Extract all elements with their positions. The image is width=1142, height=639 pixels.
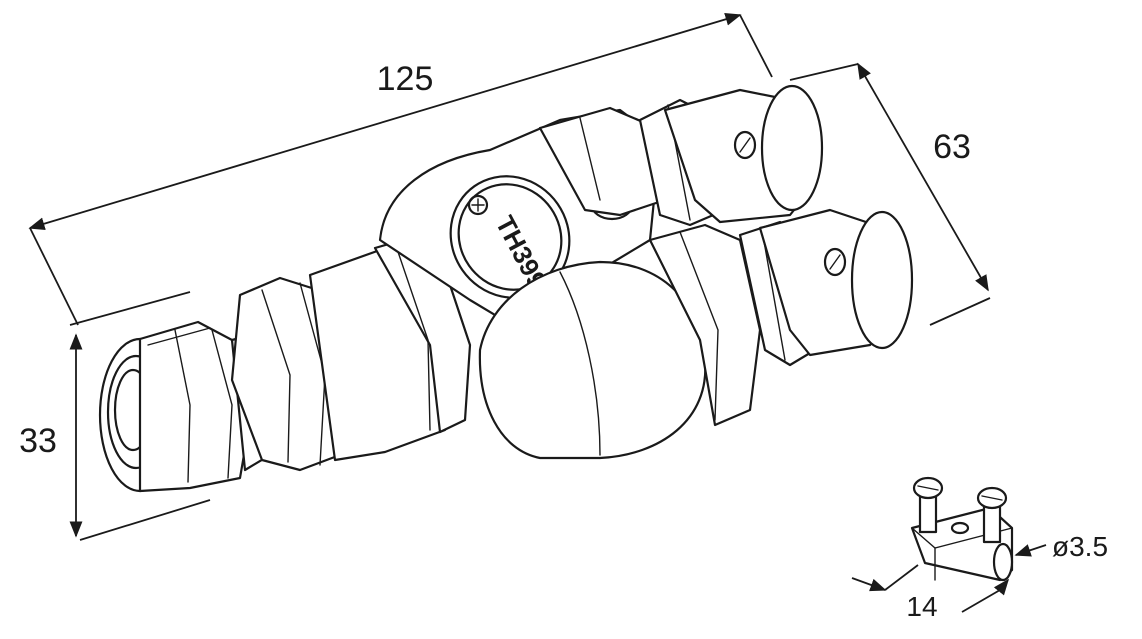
lower-hex-edge [679,231,719,421]
terminal-screw-left-slot [917,485,939,491]
extension-line-bottom [929,297,991,326]
terminal-end-hole [992,542,1014,582]
dimension-value-length: 125 [377,60,434,98]
dimension-value-terminal-diameter: ø3.5 [1052,531,1108,562]
extension-line-gland-top [69,291,191,326]
extension-line-right [739,14,773,78]
gland-hex-edge-2 [211,329,233,479]
dimension-line-length [28,12,742,231]
terminal-block [910,476,1014,582]
dimension-terminal-diameter: ø3.5 [1014,531,1108,562]
left-body-section [230,236,472,472]
dimension-length: 125 [28,12,773,326]
dimension-height: 63 [789,62,991,326]
gland-top-edge [147,327,211,346]
extension-terminal-width-left [884,564,919,591]
dimension-value-diameter: 33 [19,422,57,460]
dimension-terminal-width: 14 [851,564,1010,622]
gland-hex-edge-1 [174,329,191,483]
dimension-value-height: 63 [933,128,971,166]
terminal-center-hole [950,521,970,535]
center-left-hex-edge [394,242,431,431]
upper-right-outlet [538,84,824,227]
upper-hex-edge [579,117,601,201]
leader-terminal-width-right [993,578,1010,596]
lower-hex-nut [648,223,762,427]
terminal-screw-right-slot [981,495,1003,501]
extension-line-left [29,227,79,326]
leader-terminal-diameter [1014,544,1047,557]
left-hex-edge-1 [261,289,291,463]
extension-terminal-width-right [961,589,1001,613]
dimension-line-height [857,62,989,292]
lower-screw-icon [823,247,847,277]
dimension-diameter: 33 [19,291,211,541]
dimension-value-terminal-width: 14 [906,591,937,622]
bulb-seam [559,271,601,456]
logo-icon [467,194,489,216]
upper-gland-cap [760,84,824,212]
extension-line-top [789,63,859,81]
leader-terminal-width-left [851,577,887,592]
extension-line-gland-bottom [79,499,211,541]
upper-screw-icon [733,130,757,160]
central-body: TH399 [378,108,707,460]
lower-right-outlet [648,208,914,427]
lower-gland-cap [850,210,914,350]
